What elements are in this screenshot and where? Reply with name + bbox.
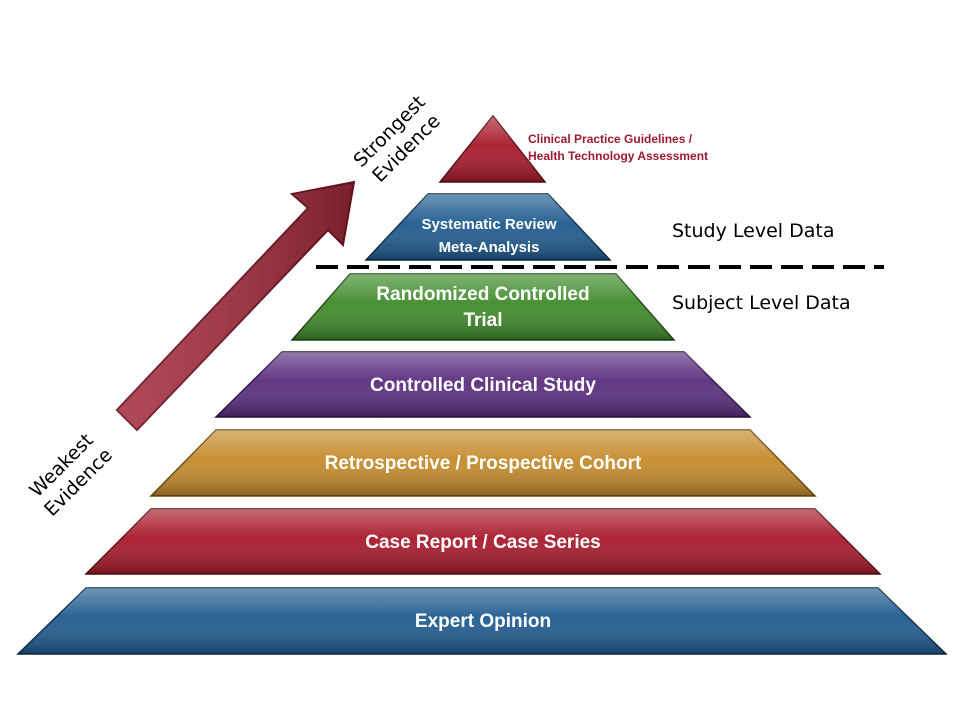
tier-label: Controlled Clinical Study xyxy=(370,375,596,396)
tier-label: Trial xyxy=(463,310,502,331)
tier-systematic-review: Systematic Review Meta-Analysis xyxy=(364,193,612,261)
study-level-label: Study Level Data xyxy=(672,220,834,242)
tier-expert-opinion: Expert Opinion xyxy=(16,587,948,655)
tier-label: Case Report / Case Series xyxy=(365,532,601,553)
tier-label: Meta-Analysis xyxy=(439,239,540,256)
tier-case-report: Case Report / Case Series xyxy=(84,508,882,575)
apex-caption: Clinical Practice Guidelines / Health Te… xyxy=(528,132,708,163)
tier-cohort: Retrospective / Prospective Cohort xyxy=(149,429,817,497)
tier-apex xyxy=(438,114,547,183)
weakest-evidence-label: Weakest Evidence xyxy=(25,429,117,521)
tier-label: Randomized Controlled xyxy=(376,284,589,305)
strongest-evidence-label: Strongest Evidence xyxy=(349,91,445,187)
subject-level-label: Subject Level Data xyxy=(672,292,851,314)
tier-label: Expert Opinion xyxy=(415,611,551,632)
evidence-strength-arrow xyxy=(115,180,356,432)
tier-controlled-clinical-study: Controlled Clinical Study xyxy=(214,351,752,418)
tier-label: Systematic Review xyxy=(421,216,556,233)
pyramid-tiers: Expert Opinion Case Report / Case Series… xyxy=(16,114,948,655)
apex-label-line-1: Clinical Practice Guidelines / xyxy=(528,132,693,146)
apex-label-line-2: Health Technology Assessment xyxy=(528,149,708,163)
tier-label: Retrospective / Prospective Cohort xyxy=(325,453,642,474)
tier-randomized-controlled-trial: Randomized Controlled Trial xyxy=(290,273,676,341)
